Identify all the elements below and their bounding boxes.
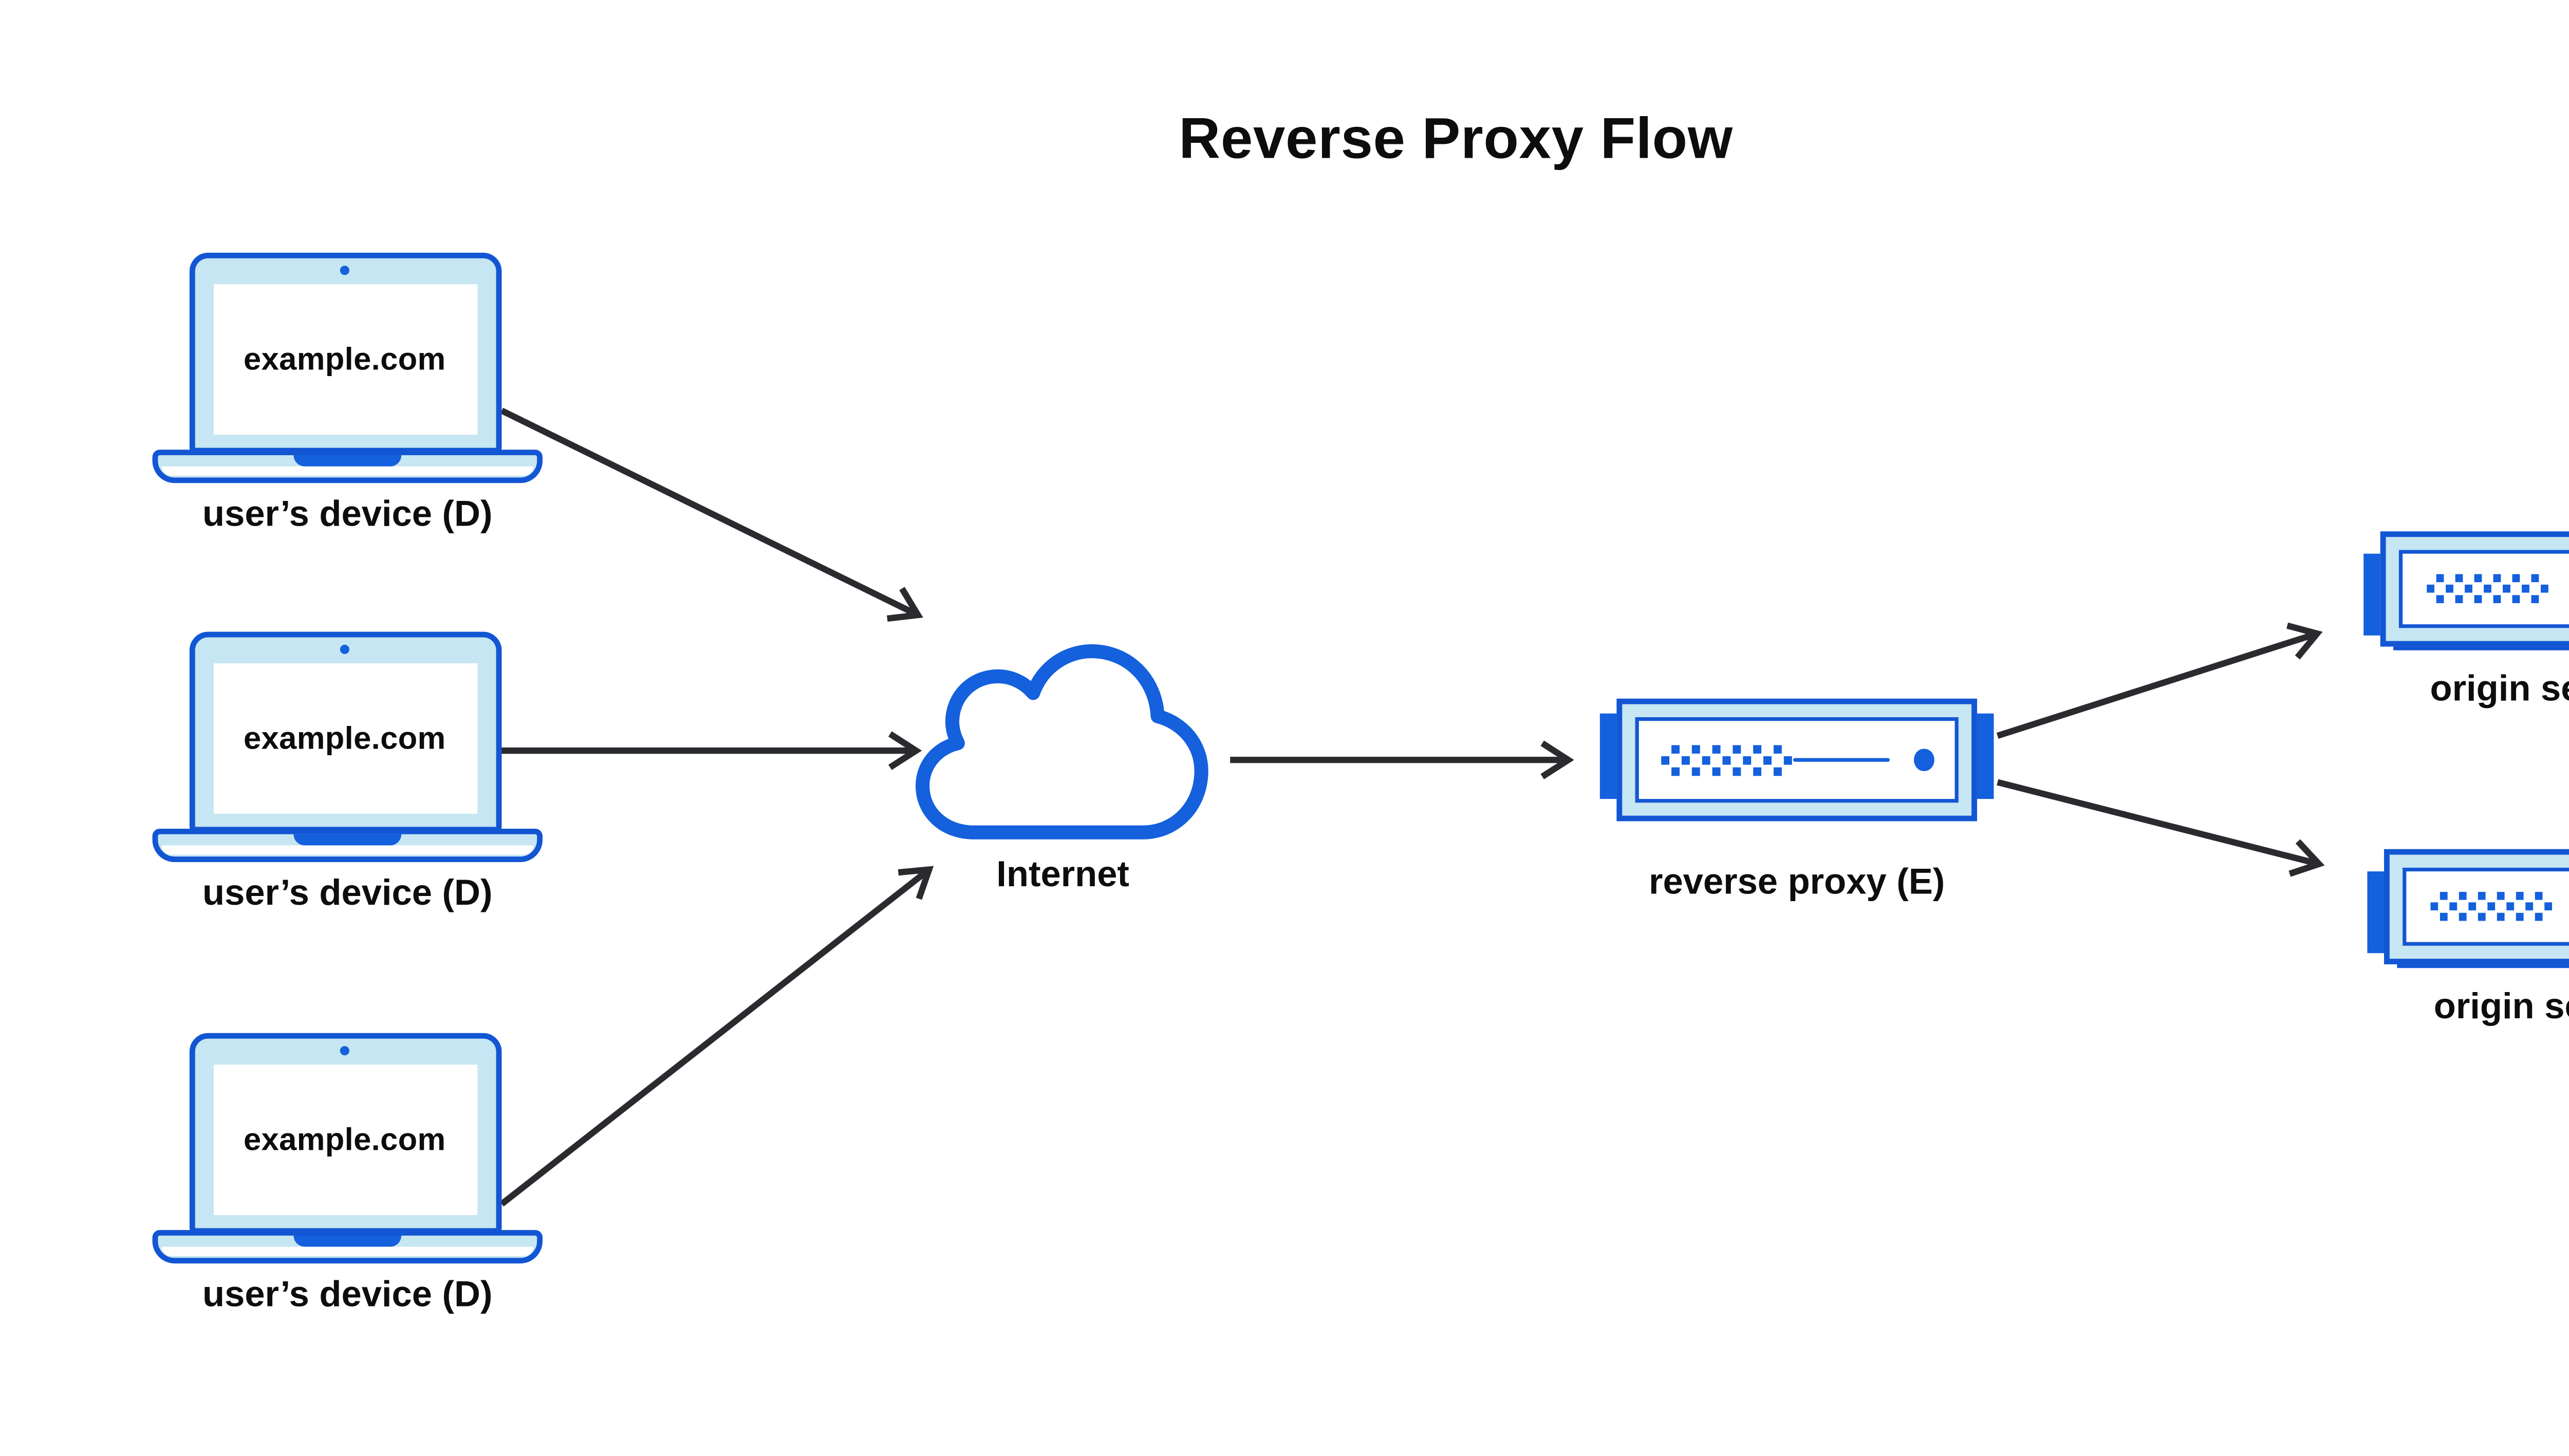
internet-label: Internet [996,854,1129,896]
node-user-device-1: example.com user’s device (D) [152,252,543,550]
laptop-camera-dot [340,644,349,655]
server-vents-icon [1661,744,1792,775]
laptop-camera-dot [340,266,349,275]
device-url-text: example.com [244,341,446,377]
server-vents-icon [2427,574,2548,604]
node-reverse-proxy: reverse proxy (E) [1599,698,1994,907]
laptop-base [152,828,543,863]
arrow-proxy-to-origin2 [1997,779,2325,877]
rack-server-icon [2380,531,2569,647]
node-internet: Internet [907,644,1219,907]
laptop-notch [293,455,402,466]
device-2-label: user’s device (D) [202,873,493,914]
reverse-proxy-label: reverse proxy (E) [1649,862,1945,903]
laptop-screen: example.com [213,663,477,814]
laptop-notch [293,1235,402,1247]
node-origin-server-2: origin server (F) [2367,849,2569,1039]
diagram-title: Reverse Proxy Flow [1179,106,1733,171]
laptop-base-highlight [161,466,533,476]
server-slot-line-icon [1793,757,1890,762]
laptop-notch [293,834,402,846]
laptop-base [152,1230,543,1264]
laptop-screen: example.com [213,1065,477,1216]
laptop-icon: example.com [189,1033,501,1234]
cloud-icon [916,644,1208,839]
laptop-base-highlight [161,1246,533,1256]
rack-server-icon [1616,698,1977,822]
laptop-base [152,450,543,483]
device-url-text: example.com [244,1121,446,1157]
server-faceplate [1635,717,1959,803]
origin-server-2-label: origin server (F) [2433,986,2569,1028]
node-origin-server-1: origin server (F) [2363,531,2569,721]
device-3-label: user’s device (D) [202,1274,493,1316]
server-faceplate [2398,550,2569,628]
device-1-label: user’s device (D) [202,494,493,535]
laptop-camera-dot [340,1046,349,1056]
arrow-device1-to-internet [500,407,923,622]
origin-server-1-label: origin server (F) [2430,668,2569,710]
laptop-icon: example.com [189,631,501,833]
server-faceplate [2403,867,2569,946]
node-user-device-2: example.com user’s device (D) [152,631,543,929]
node-user-device-3: example.com user’s device (D) [152,1033,543,1331]
server-power-dot-icon [1913,748,1934,772]
rack-server-icon [2384,849,2569,964]
server-vents-icon [2430,891,2553,921]
laptop-base-highlight [161,845,533,855]
laptop-screen: example.com [213,284,477,435]
laptop-icon: example.com [189,252,501,454]
arrow-device3-to-internet [499,866,934,1207]
device-url-text: example.com [244,720,446,756]
arrow-proxy-to-origin1 [1996,622,2323,739]
